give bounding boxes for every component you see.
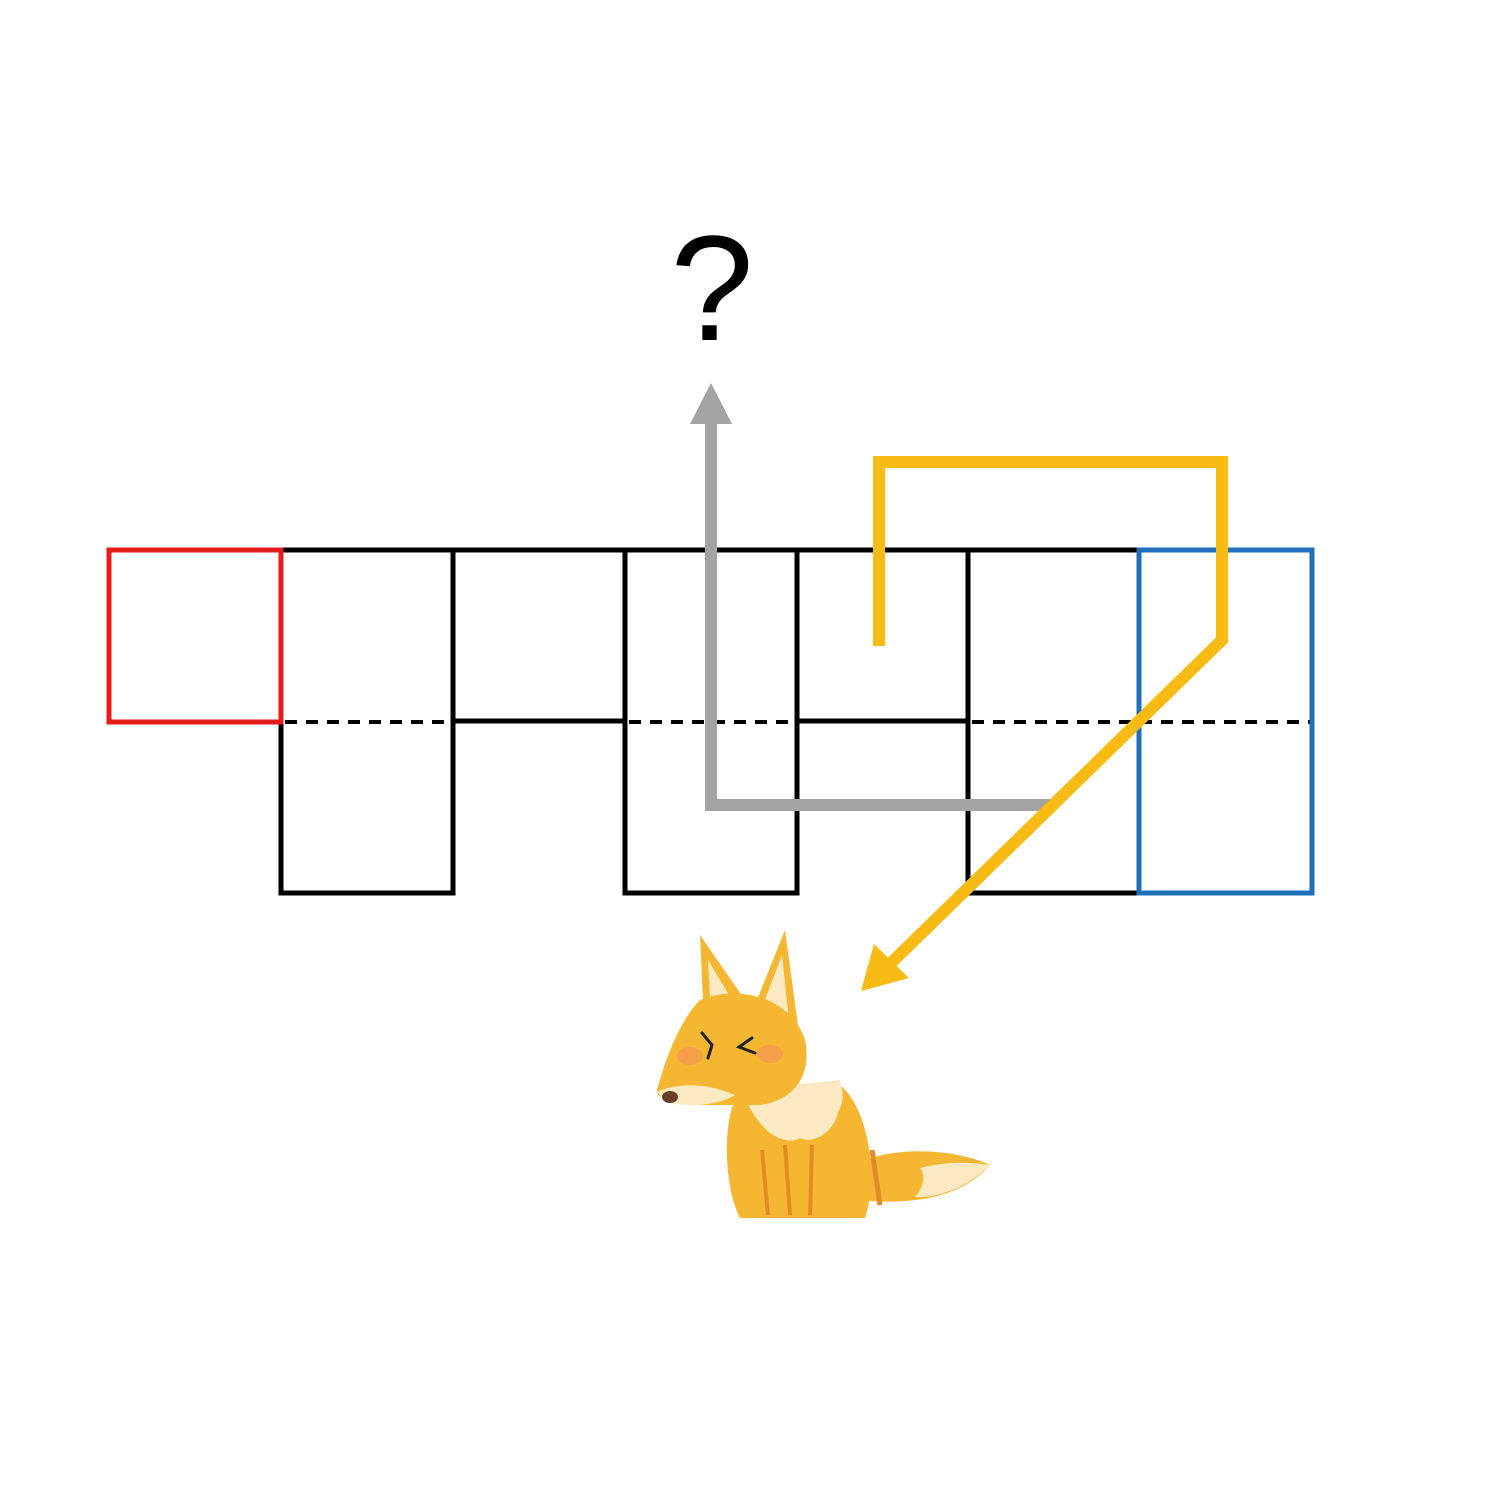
red-square xyxy=(106,547,284,725)
yellow-arrowhead-icon xyxy=(861,944,909,991)
gray-arrowhead-icon xyxy=(690,383,732,424)
gray-arrow xyxy=(690,383,1053,811)
yellow-arrow xyxy=(861,456,1228,991)
fox-icon xyxy=(656,930,990,1218)
question-mark: ? xyxy=(670,204,753,372)
